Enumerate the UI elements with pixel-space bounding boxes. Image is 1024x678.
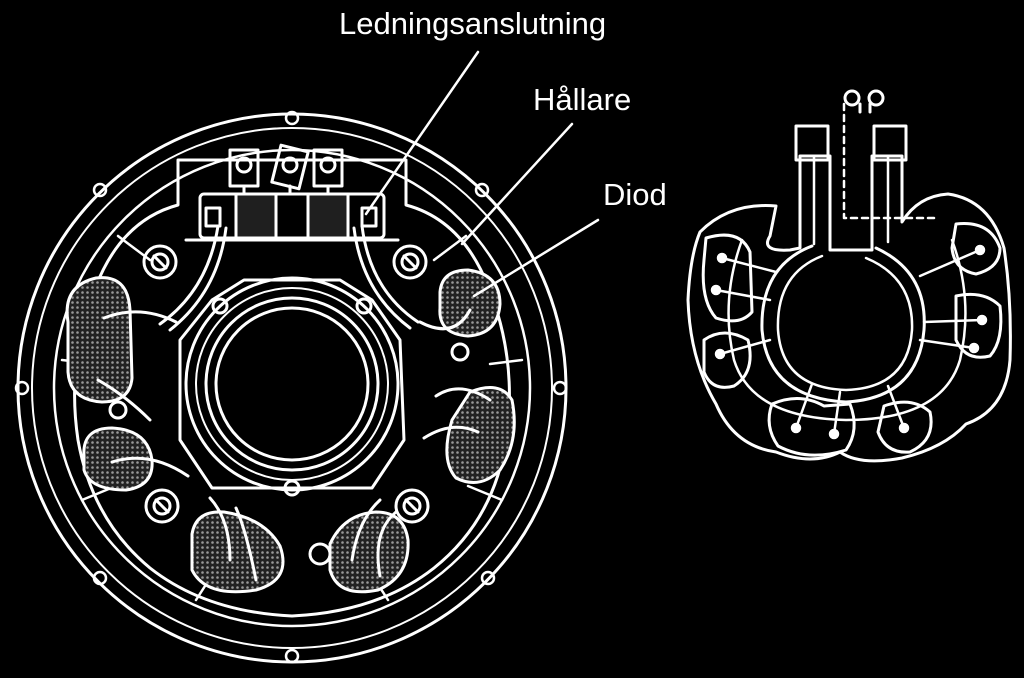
housing-ring — [52, 148, 532, 628]
callout-leaders — [364, 50, 600, 298]
holder-body — [686, 154, 1012, 463]
holder-inner-ring — [760, 244, 926, 404]
assembled-view — [14, 110, 568, 664]
diode-leads — [96, 224, 492, 582]
holder-detail — [686, 89, 1012, 463]
leader-diode — [472, 218, 600, 298]
holder-channel — [727, 238, 967, 422]
central-hub — [178, 276, 406, 497]
diode-pads — [65, 268, 516, 594]
leader-holder — [460, 122, 574, 246]
leader-wire-connection — [364, 50, 480, 216]
holder-contacts — [710, 154, 988, 440]
label-diode: Diod — [603, 177, 667, 212]
flange-holes — [14, 110, 568, 664]
holder-diode-cups — [701, 222, 1003, 457]
label-wire-connection: Ledningsanslutning — [339, 6, 606, 41]
holder-terminals — [794, 89, 936, 220]
screw-bosses — [108, 244, 470, 566]
label-holder: Hållare — [533, 82, 631, 117]
holder-inner-ring-2 — [776, 254, 914, 392]
outer-ring-inner — [31, 127, 553, 649]
